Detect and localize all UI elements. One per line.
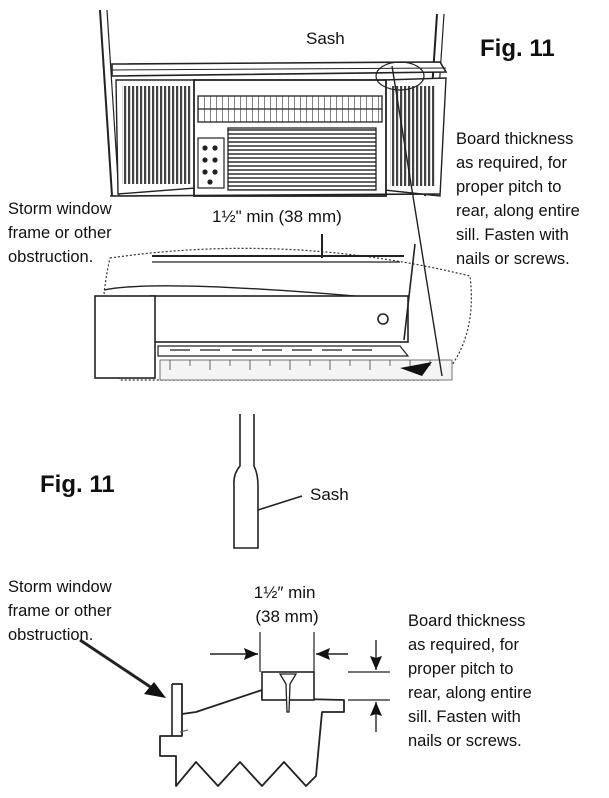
top-board-note-line: Board thickness	[456, 130, 573, 148]
top-storm-note-line: obstruction.	[8, 248, 93, 266]
top-detail-magnifier	[94, 234, 472, 381]
bottom-board-note: Board thickness as required, for proper …	[408, 612, 536, 750]
top-min-dimension-label: 1½" min (38 mm)	[212, 207, 342, 226]
bottom-board-note-line: proper pitch to	[408, 660, 513, 678]
bottom-sash-label: Sash	[310, 485, 349, 504]
top-board-note-line: sill. Fasten with	[456, 226, 569, 244]
top-leader-line	[391, 65, 443, 377]
top-leader-arrow	[400, 362, 432, 376]
top-board-note-line: rear, along entire	[456, 202, 580, 220]
top-air-conditioner-illustration	[99, 9, 448, 197]
bottom-storm-note-line: Storm window	[8, 578, 112, 596]
bottom-min-dimension-label: 1½″ min (38 mm)	[254, 583, 321, 626]
top-storm-note-line: frame or other	[8, 224, 112, 242]
bottom-board-note-line: rear, along entire	[408, 684, 532, 702]
bottom-board-note-line: Board thickness	[408, 612, 525, 630]
top-board-note-line: proper pitch to	[456, 178, 561, 196]
bottom-board-note-line: sill. Fasten with	[408, 708, 521, 726]
top-figure-label: Fig. 11	[480, 35, 555, 62]
top-board-note: Board thickness as required, for proper …	[456, 130, 584, 268]
top-board-note-line: as required, for	[456, 154, 567, 172]
bottom-board-note-line: nails or screws.	[408, 732, 522, 750]
top-storm-note: Storm window frame or other obstruction.	[8, 200, 116, 266]
bottom-storm-note-line: obstruction.	[8, 626, 93, 644]
bottom-min-line: (38 mm)	[255, 607, 318, 626]
top-storm-note-line: Storm window	[8, 200, 112, 218]
bottom-board-note-line: as required, for	[408, 636, 519, 654]
bottom-cross-section	[79, 414, 390, 787]
bottom-storm-note-line: frame or other	[8, 602, 112, 620]
bottom-min-line: 1½″ min	[254, 583, 316, 602]
top-board-note-line: nails or screws.	[456, 250, 570, 268]
bottom-figure-label: Fig. 11	[40, 471, 115, 498]
top-sash-label: Sash	[306, 29, 345, 48]
bottom-storm-note: Storm window frame or other obstruction.	[8, 578, 116, 644]
